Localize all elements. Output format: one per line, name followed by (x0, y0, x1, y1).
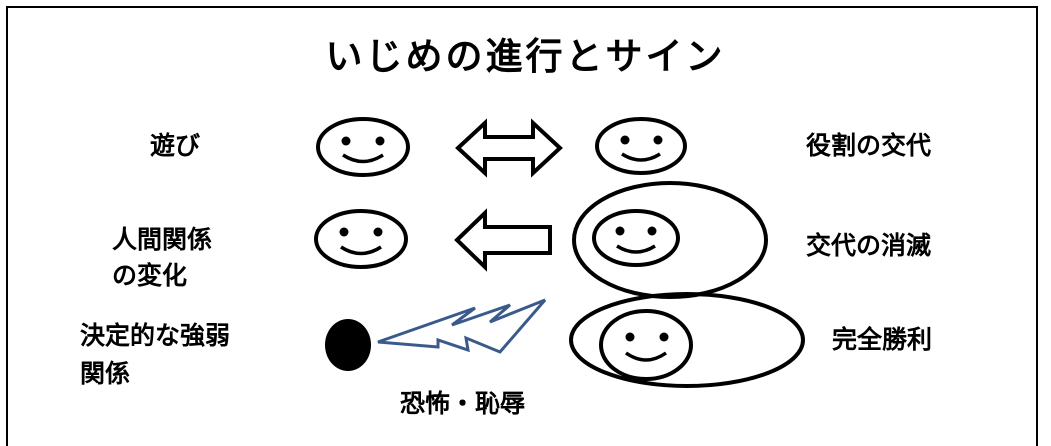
bottom-label: 恐怖・恥辱 (400, 389, 526, 418)
black-dot-icon (325, 319, 371, 371)
left-arrow-icon (454, 208, 552, 272)
slide-title: いじめの進行とサイン (325, 35, 726, 78)
double-arrow-icon (455, 118, 563, 178)
smiley-face-icon (316, 117, 410, 177)
row1-right-label: 役割の交代 (806, 131, 932, 160)
smiley-face-icon (314, 209, 408, 269)
smiley-face-icon (595, 117, 687, 175)
enclosing-ellipse-icon (569, 292, 805, 388)
lightning-bolt-icon (377, 298, 547, 354)
row3-right-label: 完全勝利 (832, 325, 933, 354)
smiley-face-icon (592, 209, 680, 267)
row2-left-label-line2: の変化 (112, 261, 188, 290)
diagram-graphics (314, 117, 805, 388)
row1-left-label: 遊び (150, 131, 201, 160)
row2-right-label: 交代の消滅 (806, 231, 932, 260)
row3-left-label-line2: 関係 (80, 359, 131, 388)
row3-left-label-line1: 決定的な強弱 (80, 321, 231, 350)
smiley-face-icon (599, 309, 693, 381)
enclosing-ellipse-icon (572, 181, 768, 299)
row2-left-label-line1: 人間関係 (112, 225, 213, 254)
